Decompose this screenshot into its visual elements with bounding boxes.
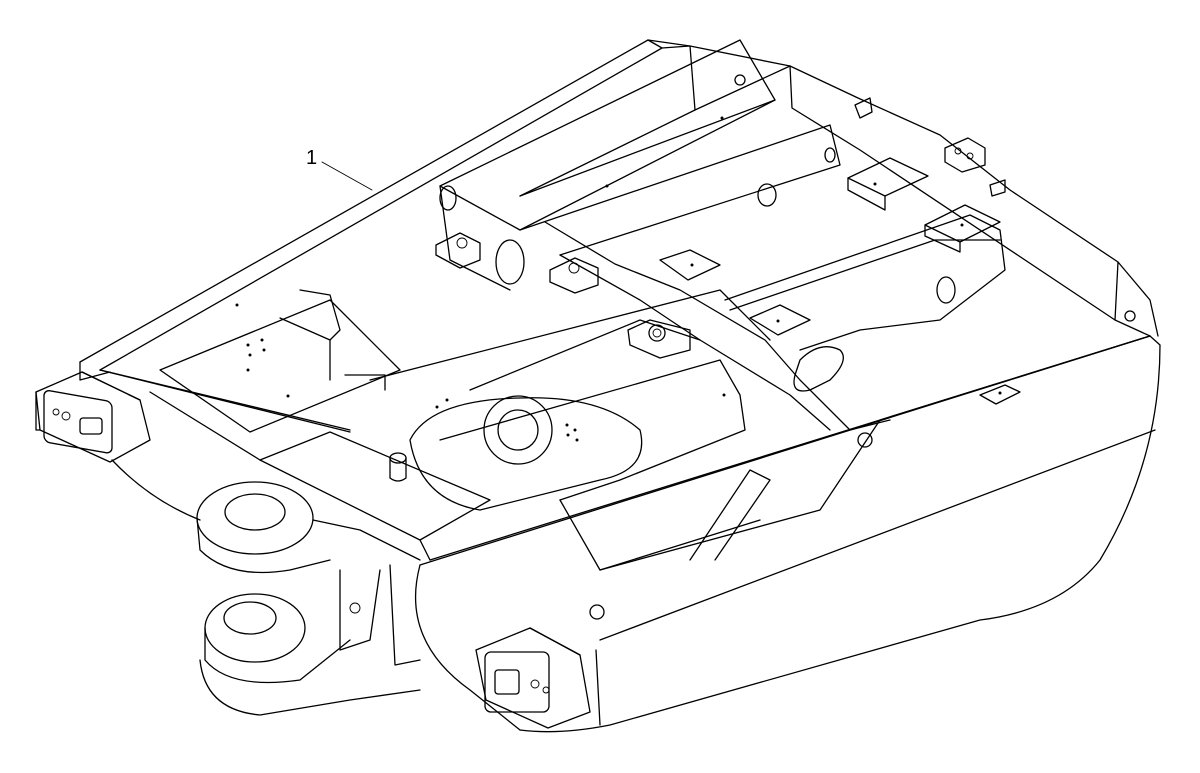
callout-label: 1 <box>306 147 318 169</box>
left-end-cap <box>35 371 151 463</box>
cross-members <box>99 39 1151 571</box>
floor-plates <box>159 157 1021 511</box>
fastener-holes <box>235 116 1002 442</box>
right-end-cap <box>475 627 591 729</box>
front-hitch <box>196 481 421 716</box>
mounting-lugs <box>435 74 1136 620</box>
frame-outer-hull <box>79 39 1161 733</box>
callout-leader-line <box>321 161 373 191</box>
